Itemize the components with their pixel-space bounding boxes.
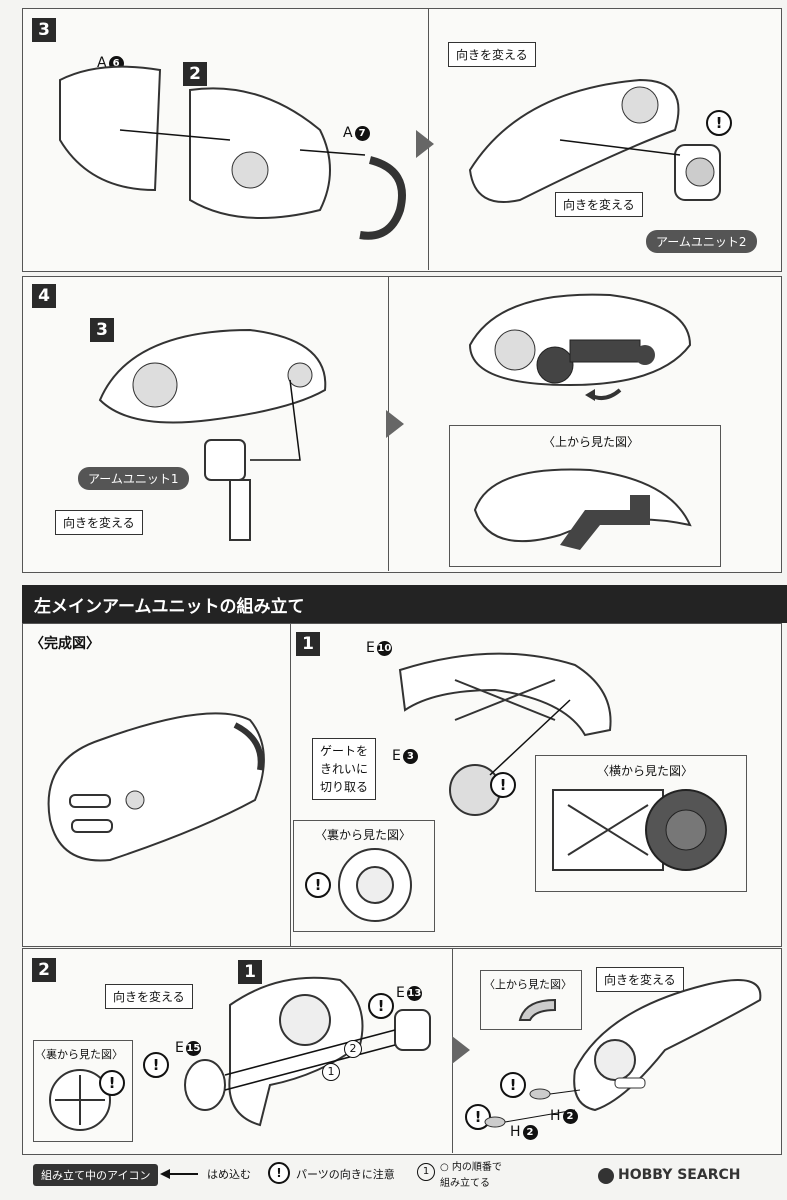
part-h2b-num: 2 [522,1124,538,1140]
step4-top-view-label: 〈上から見た図〉 [543,435,640,449]
step1-side-view-label: 〈横から見た図〉 [597,764,694,778]
step4-turn-label: 向きを変える [55,510,143,535]
part-e15-letter: E [175,1040,184,1056]
arm-unit-1-badge: アームユニット1 [78,467,189,490]
part-a7-num: 7 [354,125,370,141]
part-h2a-num: 2 [562,1108,578,1124]
fit-in-arrow-icon [160,1169,198,1179]
warning-icon: ! [500,1072,526,1098]
warning-icon: ! [143,1052,169,1078]
legend-orientation-note: パーツの向きに注意 [296,1168,395,1181]
step2-sub-number: 1 [238,960,262,984]
warning-icon: ! [305,872,331,898]
legend-order-line1: ○ 内の順番で [440,1162,502,1173]
arrow-right-icon [386,410,404,438]
step2-number: 2 [32,958,56,982]
legend-order-line2: 組み立てる [440,1178,490,1189]
step2-top-view-illustration [518,998,556,1021]
part-h2b-letter: H [510,1124,521,1140]
step4-sub-number: 3 [90,318,114,342]
part-h2a-letter: H [550,1108,561,1124]
gate-note-line3: 切り取る [320,780,369,794]
warning-icon: ! [706,110,732,136]
step3-sub-number: 2 [183,62,207,86]
gate-note-line2: きれいに [320,762,369,776]
part-a6-letter: A [97,55,107,71]
part-e3-num: 3 [402,748,418,764]
gate-note: ゲートを きれいに 切り取る [312,738,377,800]
turn-label-top: 向きを変える [448,42,536,67]
legend-fit-in: はめ込む [207,1168,251,1181]
step1-number: 1 [296,632,320,656]
gate-note-line1: ゲートを [320,744,369,758]
step2-back-view-illustration [49,1069,111,1131]
step3-result-illustration [468,78,721,203]
step1-back-view-label: 〈裏から見た図〉 [315,828,412,842]
step4-top-view-illustration [473,468,692,550]
step2-top-view-label: 〈上から見た図〉 [484,978,572,991]
part-e13-num: 13 [406,985,422,1001]
complete-view-illustration [47,712,265,862]
warning-icon: ! [368,993,394,1019]
arrow-right-icon [416,130,434,158]
step1-back-view-illustration [338,848,412,922]
section-header-bar [22,585,787,623]
arm-unit-2-badge: アームユニット2 [646,230,757,253]
step3-number: 3 [32,18,56,42]
part-e15-num: 15 [185,1040,201,1056]
order-circle-1: 1 [322,1063,340,1081]
section-title: 左メインアームユニットの組み立て [34,597,305,617]
warning-icon: ! [490,772,516,798]
step2-small-parts [484,1088,581,1128]
step1-parts-illustration [398,652,612,816]
order-circle-icon: 1 [417,1163,435,1181]
step4-assembly-illustration [98,328,327,541]
step4-result-illustration [468,293,692,387]
turn-label-mid: 向きを変える [555,192,643,217]
step2-turn-label-right: 向きを変える [596,967,684,992]
step2-result-illustration [573,979,762,1112]
part-e10-num: 10 [376,640,392,656]
warning-icon: ! [268,1162,290,1184]
warning-icon: ! [99,1070,125,1096]
rotate-arrow-icon [585,388,622,401]
legend-title: 組み立て中のアイコン [33,1164,159,1186]
step4-number: 4 [32,284,56,308]
step1-side-view-illustration [552,789,727,871]
step2-assembly-illustration [184,976,431,1127]
order-circle-2: 2 [344,1040,362,1058]
step3-parts-illustration [59,65,406,240]
watermark-text: HOBBY SEARCH [618,1167,741,1183]
arrow-right-icon [452,1036,470,1064]
step2-turn-label-left: 向きを変える [105,984,193,1009]
part-e13-letter: E [396,985,405,1001]
part-e3-letter: E [392,748,401,764]
part-a7-letter: A [343,125,353,141]
hobby-search-logo-icon [598,1168,614,1184]
complete-view-label: 〈完成図〉 [30,636,100,652]
step2-back-view-label: 〈裏から見た図〉 [35,1048,123,1061]
part-e10-letter: E [366,640,375,656]
warning-icon: ! [465,1104,491,1130]
